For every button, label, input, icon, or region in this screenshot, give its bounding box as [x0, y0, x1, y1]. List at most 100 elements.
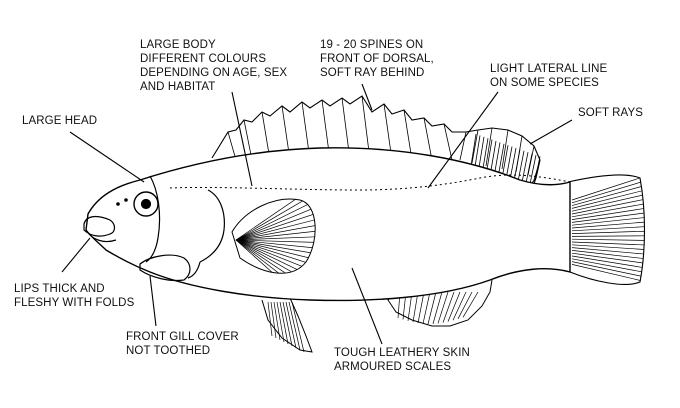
- fin-ray: [571, 264, 645, 283]
- label-large-head: LARGE HEAD: [22, 114, 97, 128]
- leader-lateral-line: [427, 91, 499, 189]
- fin-ray: [571, 175, 645, 201]
- fin-ray: [571, 184, 645, 206]
- fin-ray: [270, 301, 277, 339]
- label-line: DIFFERENT COLOURS: [140, 53, 267, 65]
- fin-ray: [571, 226, 645, 232]
- leader-large-head: [69, 131, 145, 183]
- fin-ray: [235, 217, 316, 241]
- fin-ray: [571, 258, 645, 273]
- fin-ray: [462, 291, 479, 318]
- fin-ray: [427, 291, 437, 325]
- fin-ray: [571, 198, 645, 215]
- label-gill-cover: FRONT GILL COVER NOT TOOTHED: [126, 330, 239, 358]
- fin-ray: [571, 221, 645, 229]
- fin-ray: [273, 301, 281, 341]
- label-line: LIGHT LATERAL LINE: [490, 63, 608, 75]
- fin-ray: [571, 241, 645, 246]
- fin-ray: [417, 291, 425, 324]
- label-soft-rays: SOFT RAYS: [578, 106, 643, 120]
- fin-ray: [509, 147, 517, 181]
- label-line: SOFT RAYS: [578, 107, 644, 119]
- leader-spines: [361, 83, 373, 111]
- fin-ray: [457, 291, 473, 320]
- label-skin: TOUGH LEATHERY SKIN ARMOURED SCALES: [334, 346, 470, 374]
- caudal-fin: [567, 174, 646, 285]
- fin-ray: [423, 117, 433, 161]
- fin-ray: [243, 119, 253, 161]
- label-spines: 19 - 20 SPINES ON FRONT OF DORSAL, SOFT …: [320, 38, 434, 80]
- fin-ray: [571, 207, 645, 220]
- anal-fin: [387, 279, 493, 327]
- leader-large-body: [231, 91, 253, 187]
- fin-ray: [571, 194, 645, 212]
- label-line: FLESHY WITH FOLDS: [14, 297, 135, 309]
- fin-ray: [571, 261, 645, 278]
- fin-ray: [501, 145, 509, 179]
- label-line: ARMOURED SCALES: [334, 361, 452, 373]
- fin-ray: [571, 217, 645, 226]
- fin-ray: [267, 301, 273, 337]
- fin-ray: [235, 199, 314, 241]
- label-line: FRONT GILL COVER: [126, 331, 239, 343]
- fin-ray: [235, 239, 316, 256]
- fin-ray: [571, 247, 645, 255]
- fin-ray: [571, 189, 645, 209]
- leader-gill-cover: [149, 275, 157, 327]
- fin-ray: [442, 291, 455, 323]
- fin-ray: [571, 235, 645, 237]
- fin-ray: [571, 238, 645, 241]
- fin-ray: [235, 239, 308, 274]
- fin-ray: [235, 239, 304, 274]
- fin-ray: [485, 127, 493, 167]
- fin-ray: [282, 301, 293, 347]
- fin-ray: [571, 244, 645, 250]
- label-line: FRONT OF DORSAL,: [320, 53, 434, 65]
- label-line: 19 - 20 SPINES ON: [320, 39, 424, 51]
- fin-ray: [291, 301, 305, 353]
- fin-ray: [288, 301, 301, 351]
- fin-ray: [235, 199, 316, 241]
- fin-ray: [235, 199, 311, 241]
- fin-ray: [235, 223, 316, 241]
- fin-ray: [571, 250, 645, 260]
- fin-ray: [235, 239, 316, 250]
- fin-ray: [452, 291, 467, 321]
- label-line: LARGE BODY: [140, 39, 216, 51]
- fin-ray: [235, 205, 316, 241]
- fin-ray: [471, 129, 479, 164]
- fin-ray: [517, 150, 525, 182]
- fin-ray: [443, 123, 453, 161]
- fin-ray: [235, 236, 316, 241]
- fin-ray: [571, 212, 645, 223]
- pelvic-fin: [261, 297, 313, 353]
- fin-ray: [571, 180, 645, 204]
- label-line: LARGE HEAD: [22, 115, 98, 127]
- fin-ray: [505, 146, 513, 180]
- fin-ray: [432, 291, 443, 324]
- fin-ray: [525, 153, 533, 184]
- leader-soft-rays: [529, 119, 573, 145]
- fin-ray: [521, 152, 529, 183]
- label-line: NOT TOOTHED: [126, 345, 211, 357]
- fin-ray: [235, 239, 311, 274]
- label-line: TOUGH LEATHERY SKIN: [334, 347, 470, 359]
- fin-ray: [235, 229, 316, 241]
- label-lateral-line: LIGHT LATERAL LINE ON SOME SPECIES: [490, 62, 607, 90]
- leader-lines: [61, 83, 573, 345]
- fin-ray: [285, 301, 297, 349]
- fin-ray: [276, 301, 285, 343]
- leader-skin: [351, 267, 383, 345]
- label-lips: LIPS THICK AND FLESHY WITH FOLDS: [14, 282, 134, 310]
- fin-ray: [227, 131, 237, 161]
- label-line: ON SOME SPECIES: [490, 77, 599, 89]
- fin-ray: [501, 129, 509, 170]
- head-details: [83, 175, 225, 282]
- lateral-line: [169, 174, 571, 191]
- fin-ray: [279, 301, 289, 345]
- leader-lips: [61, 237, 91, 273]
- fin-ray: [533, 156, 541, 185]
- body-outline: [85, 147, 571, 302]
